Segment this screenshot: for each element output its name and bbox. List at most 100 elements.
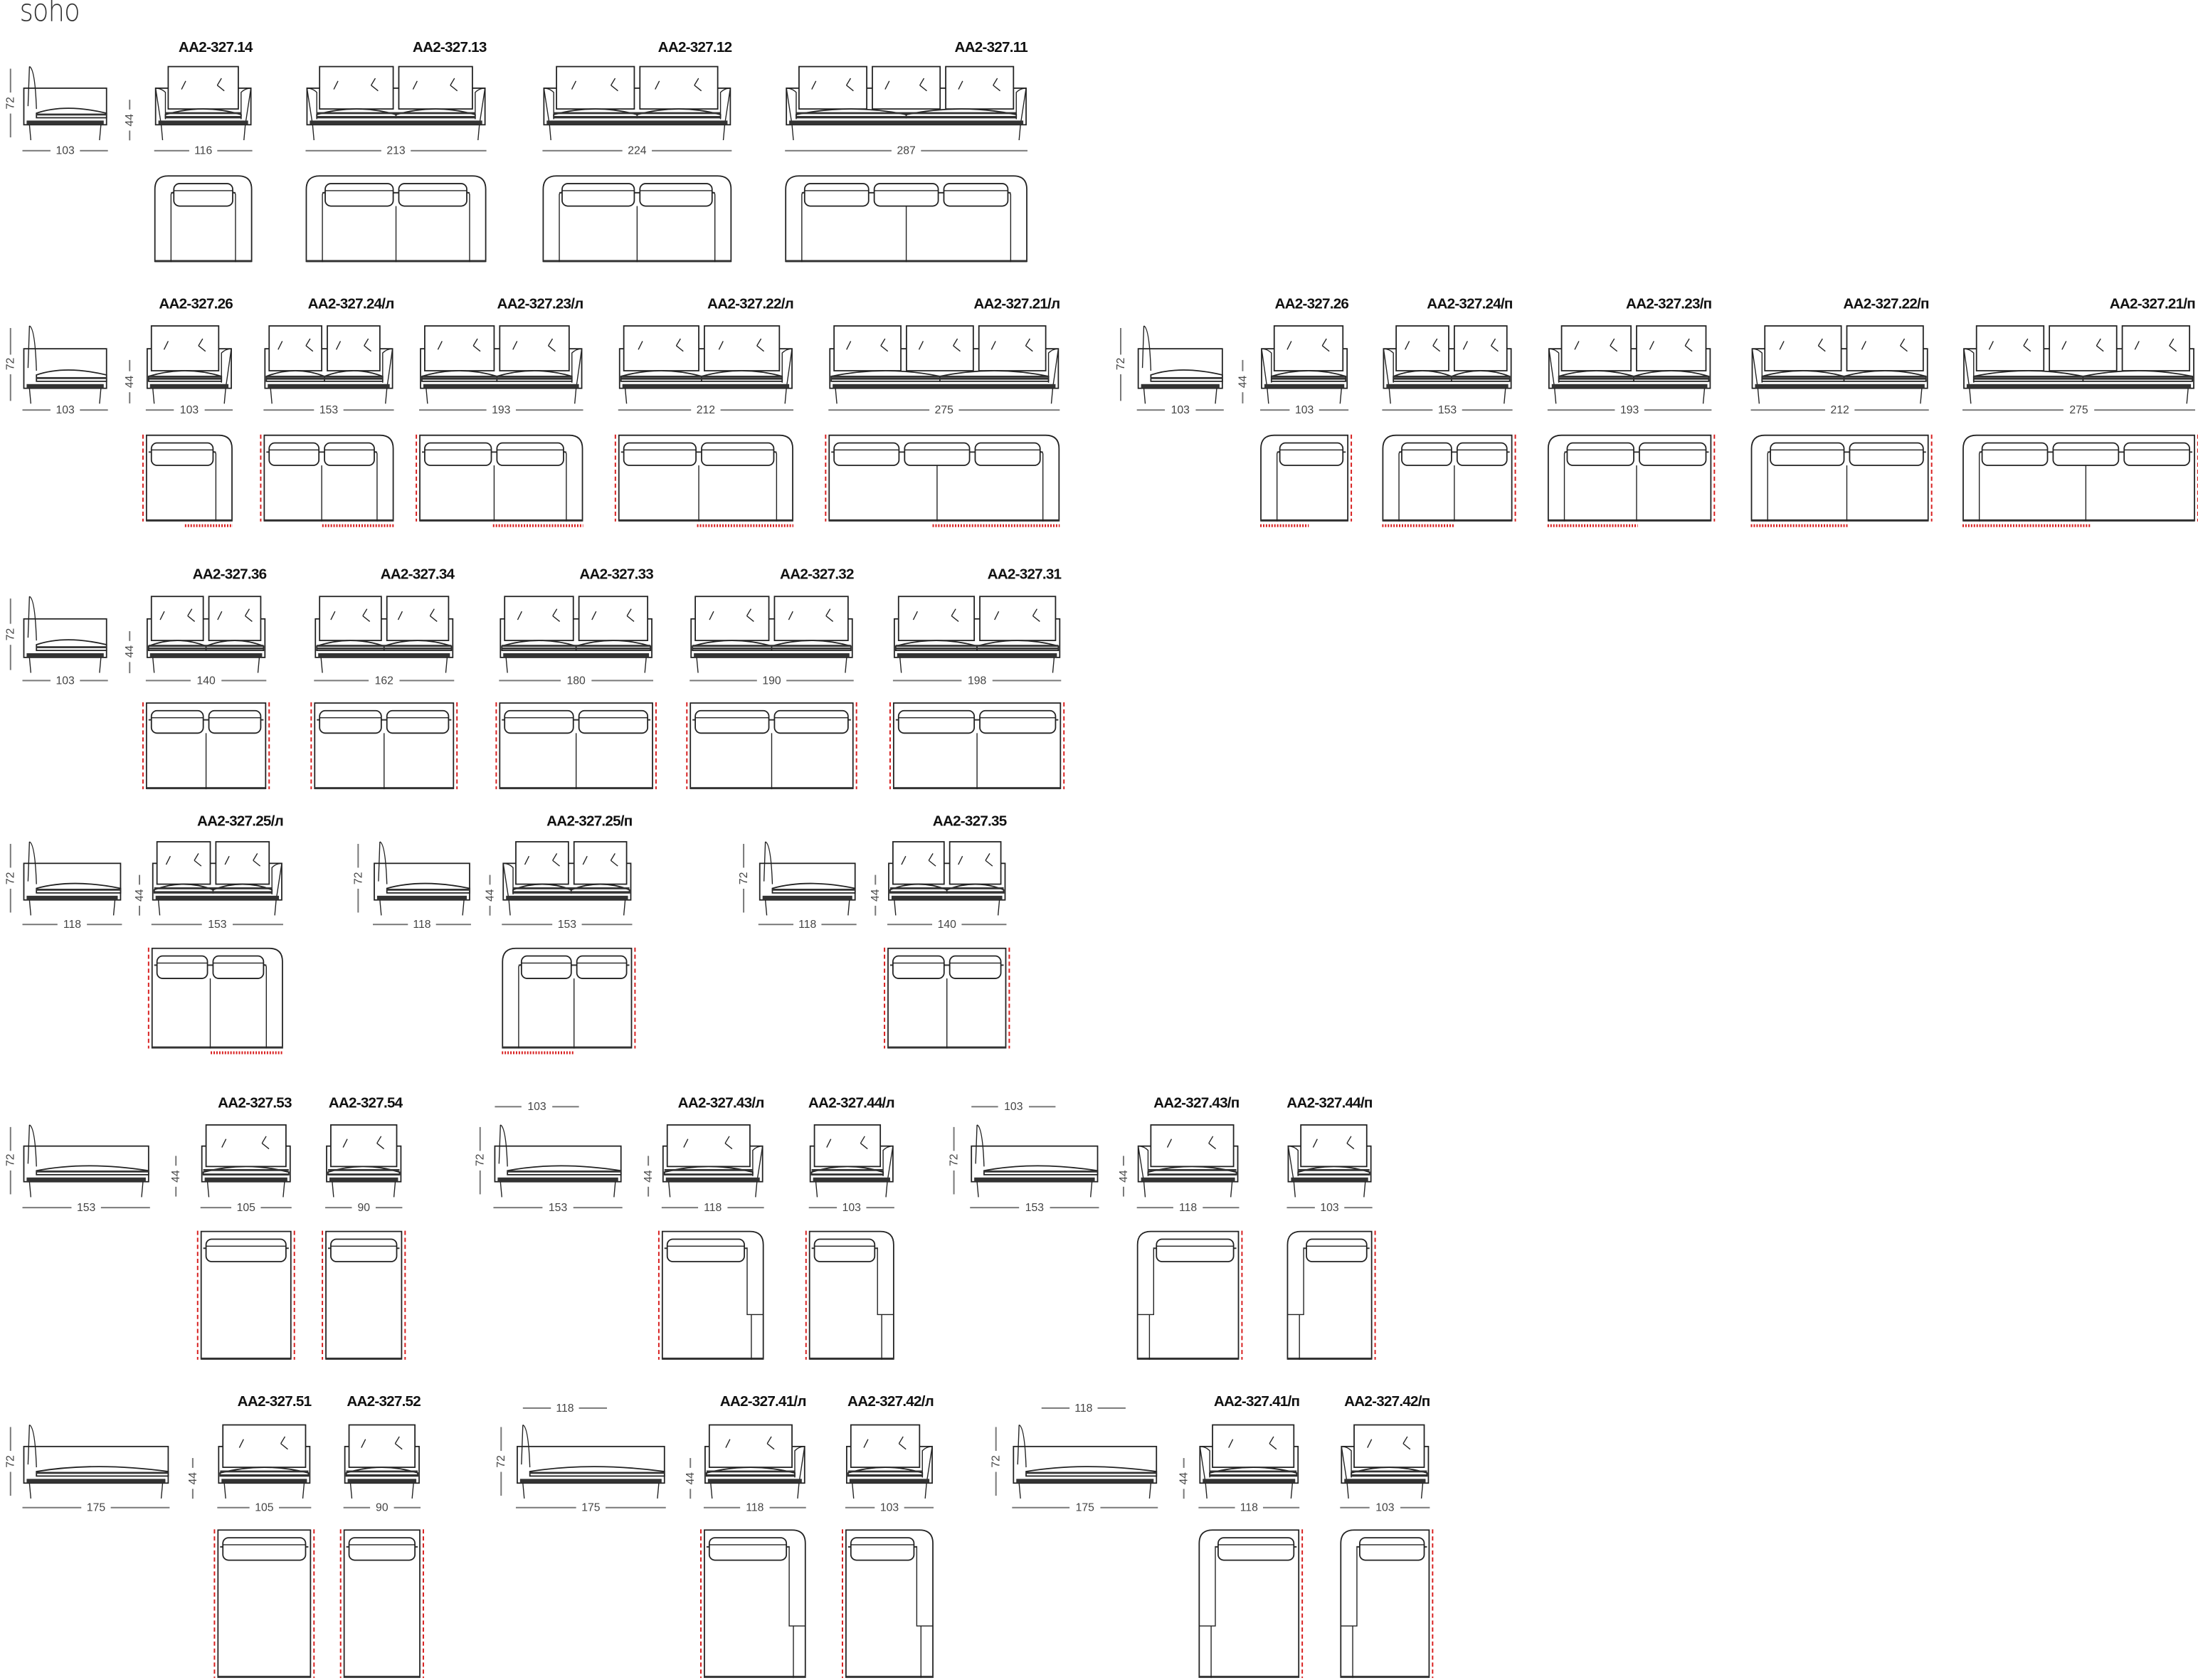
dimension-value: 118 (746, 1500, 764, 1513)
back-cushion-top (1456, 442, 1508, 466)
plan-view-drawing (614, 434, 794, 527)
dimension-value: 44 (186, 1472, 199, 1484)
side-depth-dimension: 118 (373, 916, 471, 931)
back-cushion (348, 1424, 416, 1468)
front-view-drawing (344, 1424, 420, 1499)
back-cushion (330, 1124, 398, 1168)
plan-view-drawing (657, 1230, 764, 1360)
back-cushion-top (2052, 442, 2120, 466)
dimension-value: 72 (947, 1154, 961, 1167)
dimension-value: 175 (581, 1500, 601, 1513)
front-view-drawing (264, 325, 393, 404)
dimension-value: 153 (1025, 1200, 1045, 1214)
front-view-drawing (1341, 1424, 1430, 1499)
dimension-value: 72 (989, 1454, 1003, 1468)
back-cushion-top (974, 442, 1041, 466)
back-cushion-top (222, 1537, 307, 1561)
back-cushion (1453, 325, 1508, 371)
back-cushion (1150, 1124, 1235, 1168)
dimension-value: 105 (255, 1500, 274, 1513)
side-view-drawing (759, 841, 856, 916)
module-width-dimension: 275 (828, 402, 1060, 416)
front-view-drawing (1383, 325, 1512, 404)
dimension-value: 118 (63, 917, 82, 931)
back-cushion (897, 596, 976, 641)
dimension-value: 90 (376, 1500, 389, 1513)
plan-view-drawing (339, 1529, 424, 1679)
front-view-drawing (201, 1124, 291, 1198)
back-cushion (949, 841, 1002, 885)
back-cushion (704, 325, 781, 371)
seat-height-dimension: 44 (869, 874, 882, 916)
module-width-dimension: 118 (1136, 1200, 1240, 1214)
front-view-drawing (893, 596, 1061, 673)
plan-view-drawing (542, 175, 732, 263)
dimension-value: 180 (566, 673, 586, 687)
back-cushion (639, 65, 719, 110)
back-cushion-top (208, 709, 262, 734)
back-cushion (979, 596, 1057, 641)
height-dimension: 72 (737, 843, 750, 913)
dimension-value: 103 (1375, 1500, 1395, 1513)
back-cushion (978, 325, 1047, 371)
plan-view-drawing (495, 702, 657, 790)
dimension-value: 153 (319, 403, 339, 416)
module-code: AA2-327.44/л (808, 1094, 895, 1112)
module-code: AA2-327.52 (347, 1393, 421, 1410)
seat-height-dimension: 44 (133, 874, 146, 916)
back-cushion-top (1279, 442, 1344, 466)
module-code: AA2-327.42/п (1344, 1393, 1430, 1410)
back-cushion-top (1981, 442, 2049, 466)
front-view-drawing (152, 841, 282, 916)
back-cushion (150, 325, 220, 371)
back-cushion-top (803, 183, 870, 207)
module-code: AA2-327.36 (192, 566, 267, 583)
back-cushion (150, 596, 204, 641)
plan-view-drawing (196, 1230, 295, 1360)
dimension-value: 118 (413, 917, 431, 931)
module-code: AA2-327.53 (218, 1094, 292, 1112)
side-view-drawing (1137, 325, 1223, 404)
dimension-value: 72 (4, 1154, 17, 1167)
side-view-drawing (23, 1424, 169, 1499)
module-code: AA2-327.51 (237, 1393, 312, 1410)
seat-height-dimension: 44 (642, 1157, 655, 1198)
back-cushion (872, 65, 941, 110)
front-view-drawing (146, 325, 232, 404)
height-dimension: 72 (947, 1126, 961, 1195)
module-code: AA2-327.35 (932, 813, 1007, 830)
back-cushion (1764, 325, 1842, 371)
module-code: AA2-327.22/п (1843, 295, 1929, 313)
module-code: AA2-327.43/л (677, 1094, 765, 1112)
back-cushion (1636, 325, 1707, 371)
side-depth-dimension: 103 (22, 673, 108, 687)
back-cushion-top (212, 955, 265, 979)
back-cushion-top (979, 709, 1057, 734)
back-cushion (268, 325, 323, 371)
dimension-value: 118 (1074, 1401, 1093, 1414)
front-view-drawing (704, 1424, 805, 1499)
back-cushion (386, 596, 450, 641)
module-code: AA2-327.34 (380, 566, 455, 583)
height-dimension: 72 (990, 1427, 1003, 1496)
back-cushion-top (708, 1537, 788, 1561)
chaise-depth-dimension: 103 (971, 1099, 1056, 1113)
front-view-drawing (1199, 1424, 1299, 1499)
back-cushion (1353, 1424, 1425, 1468)
back-cushion (623, 325, 699, 371)
side-depth-dimension: 175 (515, 1500, 666, 1514)
front-view-drawing (662, 1124, 764, 1198)
back-cushion-top (1566, 442, 1634, 466)
dimension-value: 72 (4, 358, 17, 371)
plan-view-drawing (213, 1529, 315, 1679)
module-width-dimension: 103 (1286, 1200, 1373, 1214)
plan-view-drawing (700, 1529, 806, 1679)
module-code: AA2-327.41/л (719, 1393, 807, 1410)
front-view-drawing (500, 596, 652, 673)
back-cushion-top (520, 955, 572, 979)
back-cushion-top (150, 709, 204, 734)
module-width-dimension: 193 (419, 402, 583, 416)
front-view-drawing (420, 325, 583, 404)
module-width-dimension: 153 (151, 916, 283, 931)
